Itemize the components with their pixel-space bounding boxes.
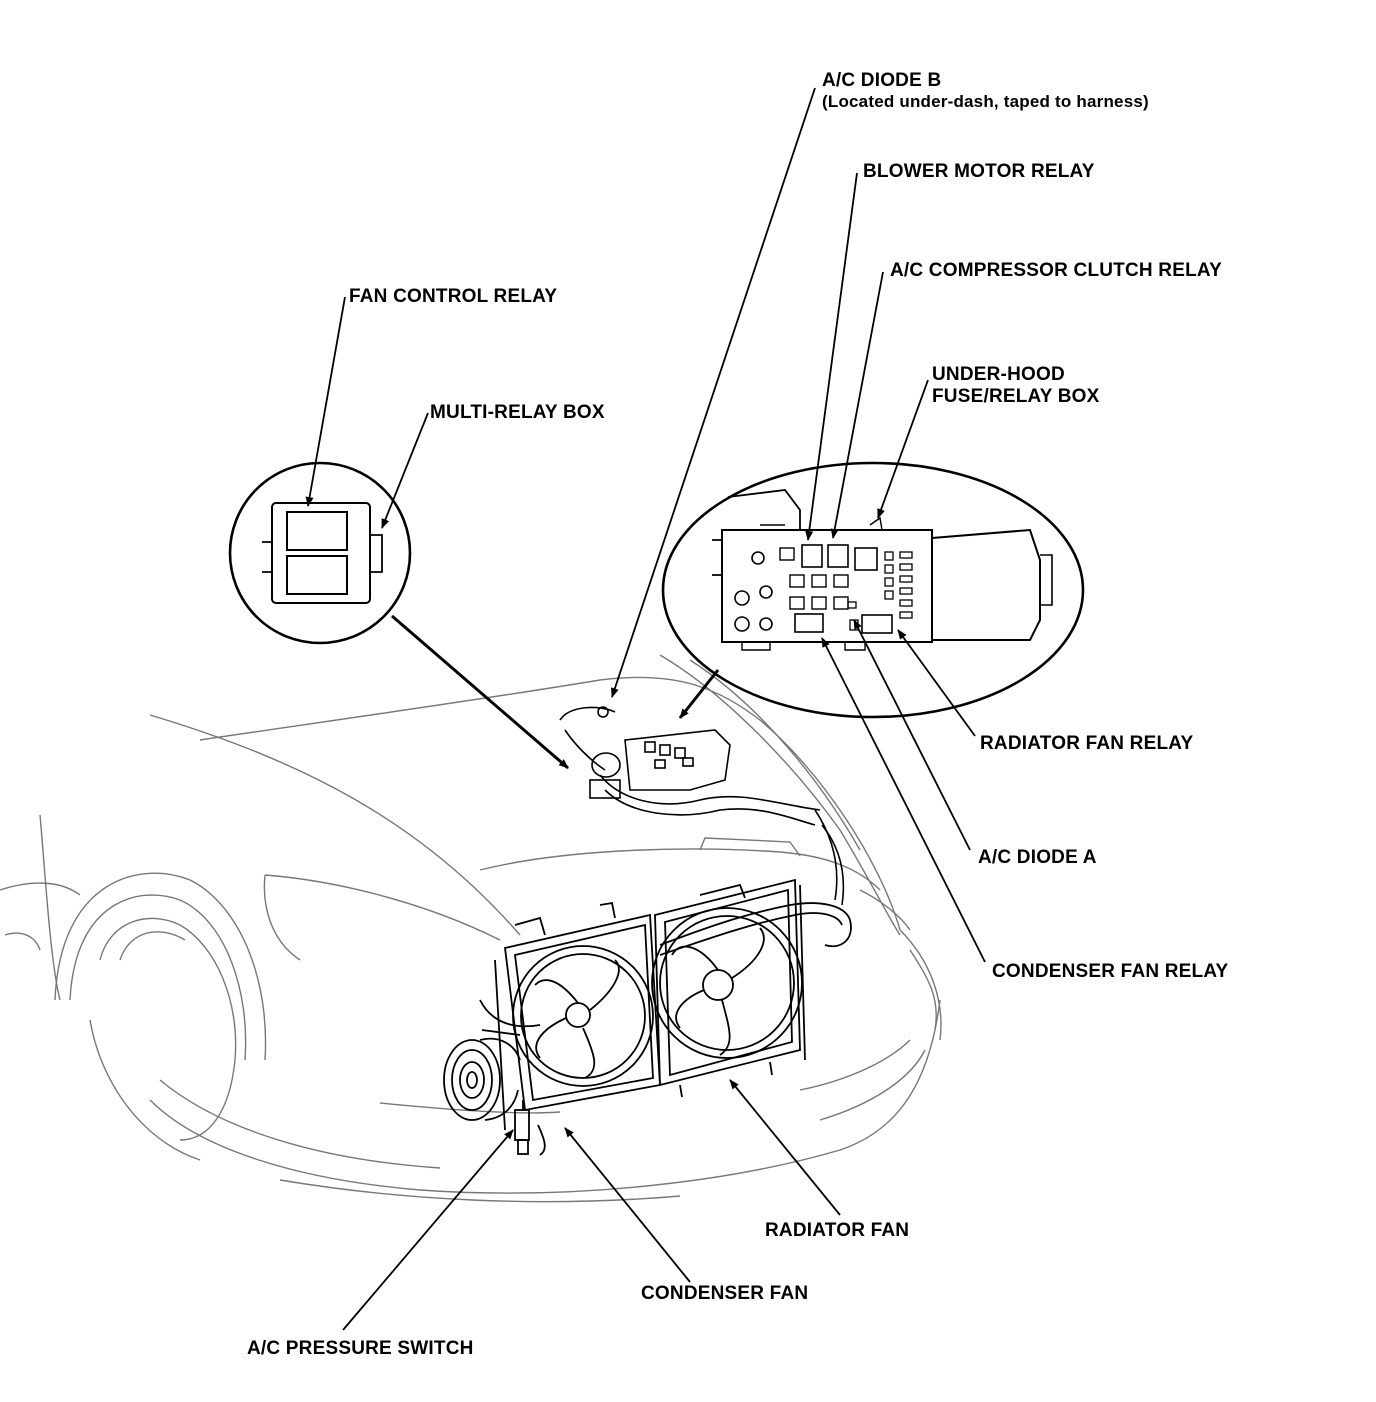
compressor-and-switch [443, 1037, 546, 1156]
label-condenser-fan: CONDENSER FAN [641, 1283, 809, 1304]
label-ac-compressor-clutch-relay: A/C COMPRESSOR CLUTCH RELAY [890, 260, 1222, 281]
label-blower-motor-relay: BLOWER MOTOR RELAY [863, 161, 1095, 182]
leader-lines [305, 87, 986, 1331]
label-under-hood-fuse-relay-box: UNDER-HOOD FUSE/RELAY BOX [932, 364, 1100, 408]
fan-assembly [479, 878, 852, 1131]
leader-under-hood-box [877, 379, 929, 519]
leader-multi-relay-box [381, 412, 429, 529]
multi-relay-box-inset [228, 461, 412, 645]
leader-fan-control-relay [305, 296, 346, 507]
leader-radiator-fan [729, 1079, 841, 1216]
leader-ac-diode-a [853, 619, 971, 851]
label-ac-pressure-switch: A/C PRESSURE SWITCH [247, 1338, 474, 1359]
label-radiator-fan-relay: RADIATOR FAN RELAY [980, 733, 1194, 754]
label-radiator-fan: RADIATOR FAN [765, 1220, 910, 1241]
label-multi-relay-box: MULTI-RELAY BOX [430, 402, 605, 423]
leader-condenser-fan-relay [821, 637, 986, 963]
label-condenser-fan-relay: CONDENSER FAN RELAY [992, 961, 1229, 982]
leader-radiator-fan-relay [897, 629, 976, 737]
label-ac-diode-b-note: (Located under-dash, taped to harness) [822, 92, 1149, 111]
leader-ac-diode-b [611, 87, 816, 698]
car-body-outline [0, 654, 942, 1203]
leader-ac-pressure-switch [342, 1129, 514, 1331]
leader-condenser-fan [564, 1127, 691, 1283]
leader-inset-to-car-left [391, 614, 569, 770]
leader-blower-motor-relay [805, 172, 858, 541]
leader-inset-to-car-right [678, 669, 720, 719]
label-under-hood-line2: FUSE/RELAY BOX [932, 386, 1100, 407]
fuse-box-inset [661, 461, 1085, 719]
leader-ac-compressor-clutch-relay [830, 271, 884, 539]
label-ac-diode-b: A/C DIODE B (Located under-dash, taped t… [822, 70, 1149, 112]
label-ac-diode-b-title: A/C DIODE B [822, 70, 942, 91]
harness-and-boxes [559, 706, 845, 906]
label-under-hood-line1: UNDER-HOOD [932, 364, 1065, 385]
label-fan-control-relay: FAN CONTROL RELAY [349, 286, 558, 307]
label-ac-diode-a: A/C DIODE A [978, 847, 1097, 868]
